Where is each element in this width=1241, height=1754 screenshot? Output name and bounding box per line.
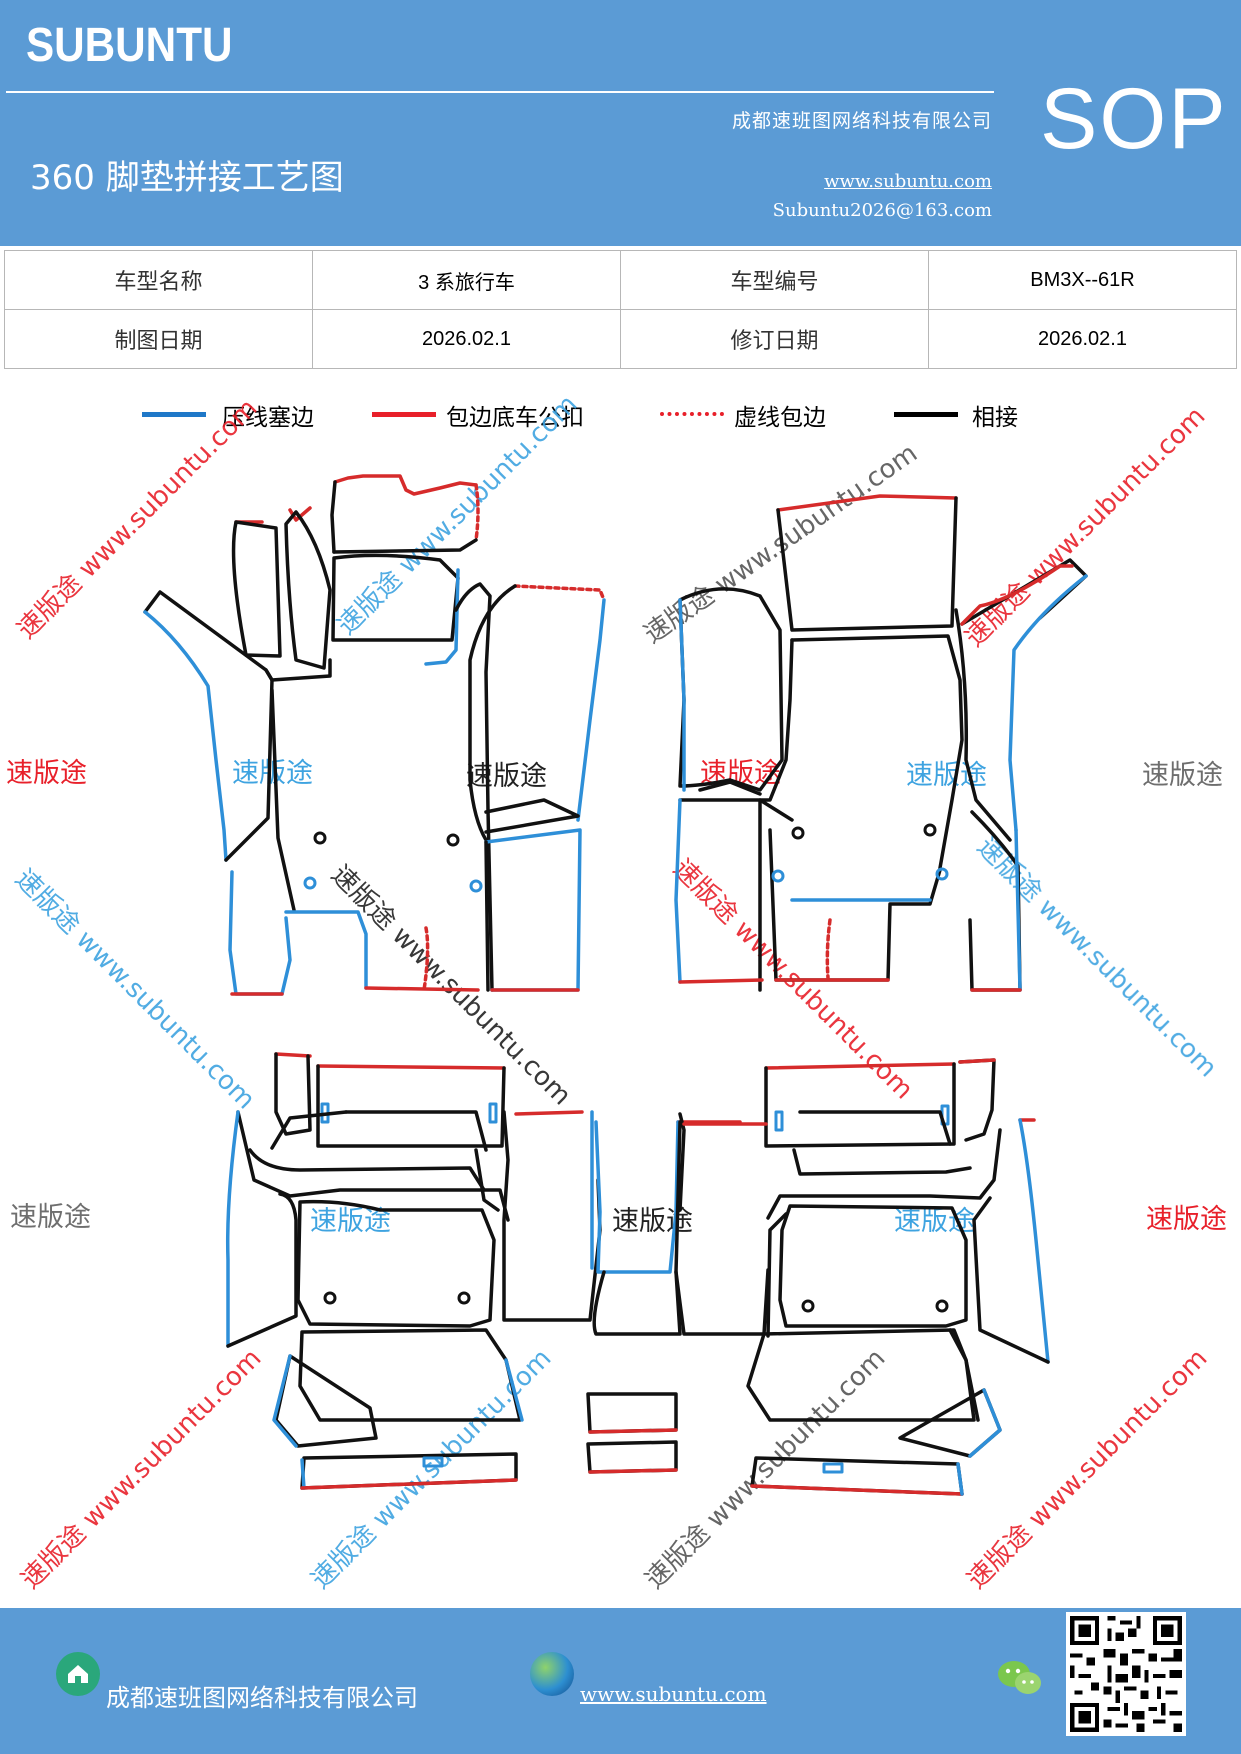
footer-website-link[interactable]: www.subuntu.com [580, 1682, 767, 1706]
model-name-label: 车型名称 [4, 250, 313, 310]
legend-swatch-black [894, 412, 958, 417]
company-name: 成都速班图网络科技有限公司 [731, 110, 992, 132]
legend-swatch-red [372, 412, 436, 417]
legend-label: 包边底车公扣 [446, 405, 584, 431]
watermark-text: 速版途 [6, 758, 87, 789]
center-tunnel-mat [586, 1120, 770, 1474]
website-link[interactable]: www.subuntu.com [824, 171, 992, 192]
model-code-label: 车型编号 [620, 250, 929, 310]
table-row: 制图日期 2026.02.1 修订日期 2026.02.1 [4, 309, 1237, 369]
draw-date-label: 制图日期 [4, 309, 313, 369]
rear-left-mat [225, 1052, 602, 1490]
model-name-value: 3 系旅行车 [312, 250, 621, 310]
rear-right-mat [678, 1058, 1050, 1496]
watermark-diagonal: 速版途 www.subuntu.com [962, 1343, 1214, 1595]
brand-logo: SUBUNTU [26, 19, 233, 72]
watermark-text: 速版途 [906, 760, 987, 791]
qr-code-glyph [1066, 1612, 1186, 1736]
footer-company: 成都速班图网络科技有限公司 [106, 1684, 418, 1712]
watermark-diagonal: 速版途 www.subuntu.com [306, 1343, 558, 1595]
legend-swatch-blue [142, 412, 206, 417]
watermark-text: 速版途 [466, 761, 547, 792]
sop-label: SOP [1040, 71, 1228, 167]
front-left-mat [143, 474, 606, 996]
watermark-diagonal: 速版途 www.subuntu.com [325, 860, 577, 1112]
legend-label: 压线塞边 [222, 405, 314, 431]
watermark-diagonal: 速版途 www.subuntu.com [12, 393, 264, 645]
footer-banner: 成都速班图网络科技有限公司 www.subuntu.com [0, 1608, 1241, 1754]
watermark-diagonal: 速版途 www.subuntu.com [16, 1343, 268, 1595]
watermark-text: 速版途 [10, 1202, 91, 1233]
qr-code[interactable] [1066, 1612, 1186, 1736]
watermark-text: 速版途 [232, 758, 313, 789]
home-icon [56, 1652, 100, 1696]
watermark-text: 速版途 [1142, 760, 1223, 791]
info-table: 车型名称 3 系旅行车 车型编号 BM3X--61R 制图日期 2026.02.… [4, 250, 1237, 369]
revise-date-label: 修订日期 [620, 309, 929, 369]
legend-label: 虚线包边 [734, 405, 826, 431]
watermark-diagonal: 速版途 www.subuntu.com [960, 401, 1212, 653]
header-banner: SUBUNTU 成都速班图网络科技有限公司 360 脚垫拼接工艺图 www.su… [0, 0, 1241, 246]
globe-icon [530, 1652, 574, 1696]
wechat-icon-glyph [998, 1661, 1041, 1694]
email-address[interactable]: Subuntu2026@163.com [772, 200, 992, 221]
watermark-diagonal: 速版途 www.subuntu.com [9, 864, 261, 1116]
wechat-icon[interactable] [996, 1658, 1044, 1698]
watermark-text: 速版途 [1146, 1204, 1227, 1235]
front-right-mat [674, 494, 1088, 992]
legend-swatch-red-dotted [660, 412, 724, 416]
revise-date-value: 2026.02.1 [928, 309, 1237, 369]
home-icon-glyph [68, 1665, 88, 1683]
header-divider [6, 91, 994, 93]
draw-date-value: 2026.02.1 [312, 309, 621, 369]
document-title: 360 脚垫拼接工艺图 [30, 158, 344, 198]
watermark-diagonal: 速版途 www.subuntu.com [971, 832, 1223, 1084]
legend-label: 相接 [972, 405, 1018, 431]
